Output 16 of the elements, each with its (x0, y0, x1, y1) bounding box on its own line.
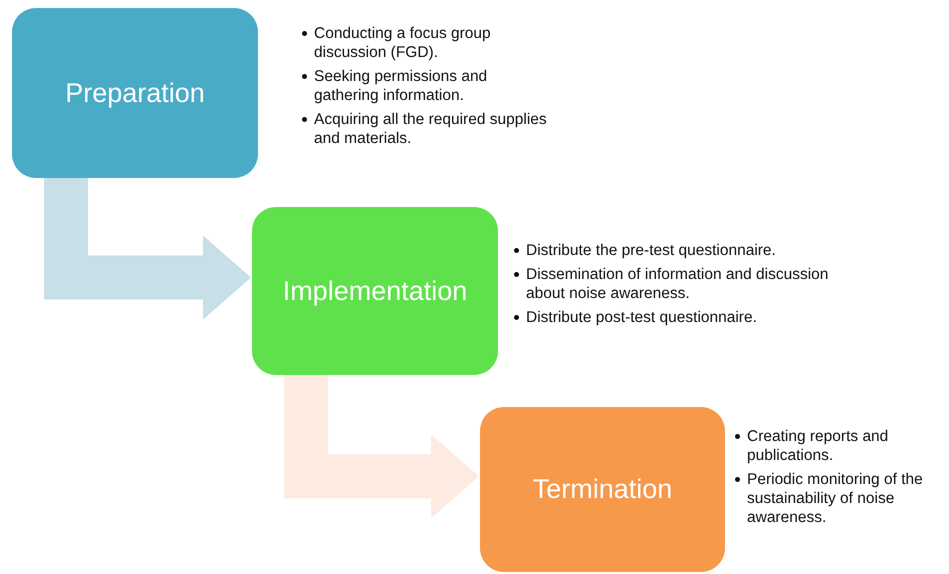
process-box (252, 207, 498, 375)
bullet-text: Acquiring all the required supplies and materials. (302, 110, 547, 148)
stage-title: Implementation (282, 276, 468, 306)
bullet-text: Distribute the pre-test questionnaire. (514, 241, 854, 260)
bullet-text: Creating reports and publications. (735, 427, 945, 465)
process-box (12, 8, 258, 178)
bullet-text: Conducting a focus group discussion (FGD). (302, 24, 547, 62)
stage-title: Preparation (65, 78, 205, 108)
bent-arrow (284, 375, 479, 518)
bullet-text: Distribute post-test questionnaire. (514, 308, 854, 327)
bent-arrow (44, 178, 251, 320)
bullet-text: Seeking permissions and gathering information. (302, 67, 547, 105)
bullet-text: Dissemination of information and discussion about noise awareness. (514, 265, 854, 303)
process-box (480, 407, 725, 572)
stage-title: Termination (532, 474, 672, 505)
bullet-text: Periodic monitoring of the sustainability of noise awareness. (735, 470, 945, 527)
